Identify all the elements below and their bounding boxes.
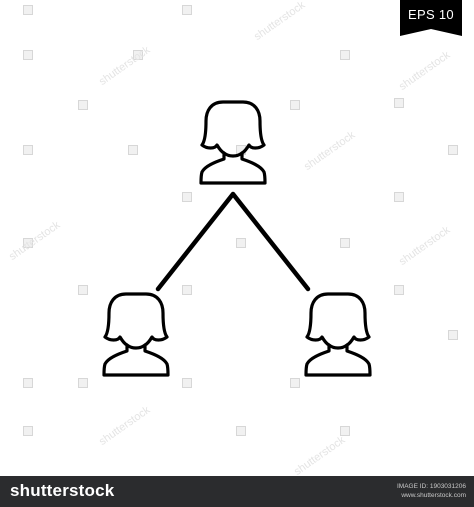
top-person-icon — [199, 100, 267, 185]
watermark-tile — [23, 145, 33, 155]
right-person-icon — [304, 292, 372, 377]
watermark-tile — [182, 192, 192, 202]
watermark-tile — [23, 238, 33, 248]
watermark-tile — [23, 5, 33, 15]
image-id-label: IMAGE ID: 1903031206 — [396, 483, 466, 490]
image-canvas: shutterstock shutterstock shutterstock s… — [6, 0, 462, 478]
people-hierarchy-icon — [102, 100, 372, 377]
watermark-tile — [448, 330, 458, 340]
eps-badge-ribbon — [400, 0, 462, 36]
watermark-tile — [23, 378, 33, 388]
watermark-tile — [394, 285, 404, 295]
site-url: www.shutterstock.com — [401, 492, 466, 499]
watermark-tile — [182, 5, 192, 15]
watermark-tile — [236, 426, 246, 436]
watermark-tile — [340, 238, 350, 248]
watermark-tile — [394, 192, 404, 202]
watermark-tile — [23, 50, 33, 60]
watermark-tile — [78, 285, 88, 295]
watermark-tile — [290, 378, 300, 388]
watermark-tile — [78, 378, 88, 388]
watermark-tile — [182, 285, 192, 295]
watermark-tile — [394, 98, 404, 108]
footer-bar: shutterstock IMAGE ID: 1903031206 www.sh… — [0, 476, 474, 507]
left-person-icon — [102, 292, 170, 377]
watermark-tile — [290, 100, 300, 110]
watermark-tile — [182, 378, 192, 388]
watermark-tile — [23, 426, 33, 436]
watermark-tile — [340, 50, 350, 60]
watermark-tile — [78, 100, 88, 110]
watermark-tile — [133, 50, 143, 60]
footer-meta: IMAGE ID: 1903031206 www.shutterstock.co… — [397, 482, 466, 500]
watermark-tile — [236, 238, 246, 248]
watermark-tile — [128, 145, 138, 155]
watermark-tile — [340, 426, 350, 436]
eps-badge-label: EPS 10 — [408, 7, 454, 22]
watermark-tile — [448, 145, 458, 155]
hierarchy-connector-line — [155, 191, 311, 292]
eps-badge: EPS 10 — [400, 0, 462, 36]
footer-brand-logo: shutterstock — [10, 481, 115, 500]
